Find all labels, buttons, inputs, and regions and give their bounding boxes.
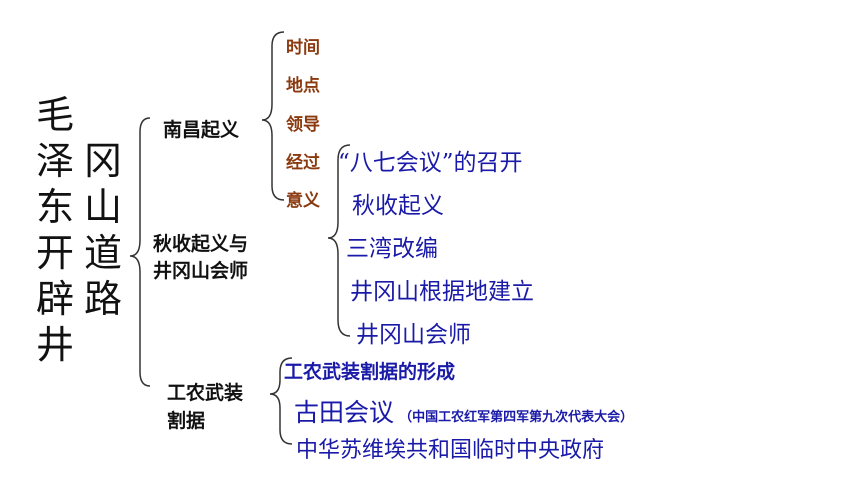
- gongnong-item-formation: 工农武装割据的形成: [284, 361, 456, 383]
- nanchang-item-process: 经过: [286, 153, 320, 173]
- nanchang-item-place: 地点: [286, 76, 320, 96]
- branch-qiushou-line2: 井冈山会师: [153, 260, 249, 282]
- qiushou-item-base: 井冈山根据地建立: [350, 279, 534, 305]
- title-char: 开: [35, 231, 74, 275]
- nanchang-item-leader: 领导: [286, 115, 320, 135]
- gutian-main: 古田会议: [294, 398, 395, 427]
- gongnong-item-gutian: 古田会议 （中国工农红军第四军第九次代表大会）: [294, 393, 633, 429]
- branch-gongnong-line1: 工农武装: [167, 382, 244, 404]
- title-column-2: 冈 山 道 路: [80, 138, 126, 322]
- title-column-1: 毛 泽 东 开 辟 井: [32, 92, 78, 368]
- title-char: 毛: [35, 93, 74, 137]
- gongnong-item-suweiai: 中华苏维埃共和国临时中央政府: [296, 438, 605, 463]
- nanchang-item-significance: 意义: [286, 191, 320, 211]
- title-char: 井: [35, 323, 74, 367]
- qiushou-item-sanwan: 三湾改编: [346, 236, 438, 262]
- branch-gongnong-line2: 割据: [167, 410, 206, 432]
- title-char: 泽: [35, 139, 74, 183]
- title-char: 辟: [35, 277, 74, 321]
- nanchang-item-time: 时间: [286, 38, 320, 58]
- title-char: 冈: [83, 139, 122, 183]
- qiushou-item-baqi: “八七会议”的召开: [338, 150, 523, 176]
- branch-qiushou-line1: 秋收起义与: [153, 233, 249, 255]
- title-char: 路: [83, 277, 122, 321]
- title-char: 东: [35, 185, 74, 229]
- qiushou-item-qiushou: 秋收起义: [352, 193, 444, 219]
- gutian-note: （中国工农红军第四军第九次代表大会）: [399, 410, 634, 425]
- qiushou-item-huishi: 井冈山会师: [356, 322, 471, 348]
- title-char: 道: [83, 231, 122, 275]
- title-char: 山: [83, 185, 122, 229]
- branch-nanchang: 南昌起义: [163, 119, 240, 141]
